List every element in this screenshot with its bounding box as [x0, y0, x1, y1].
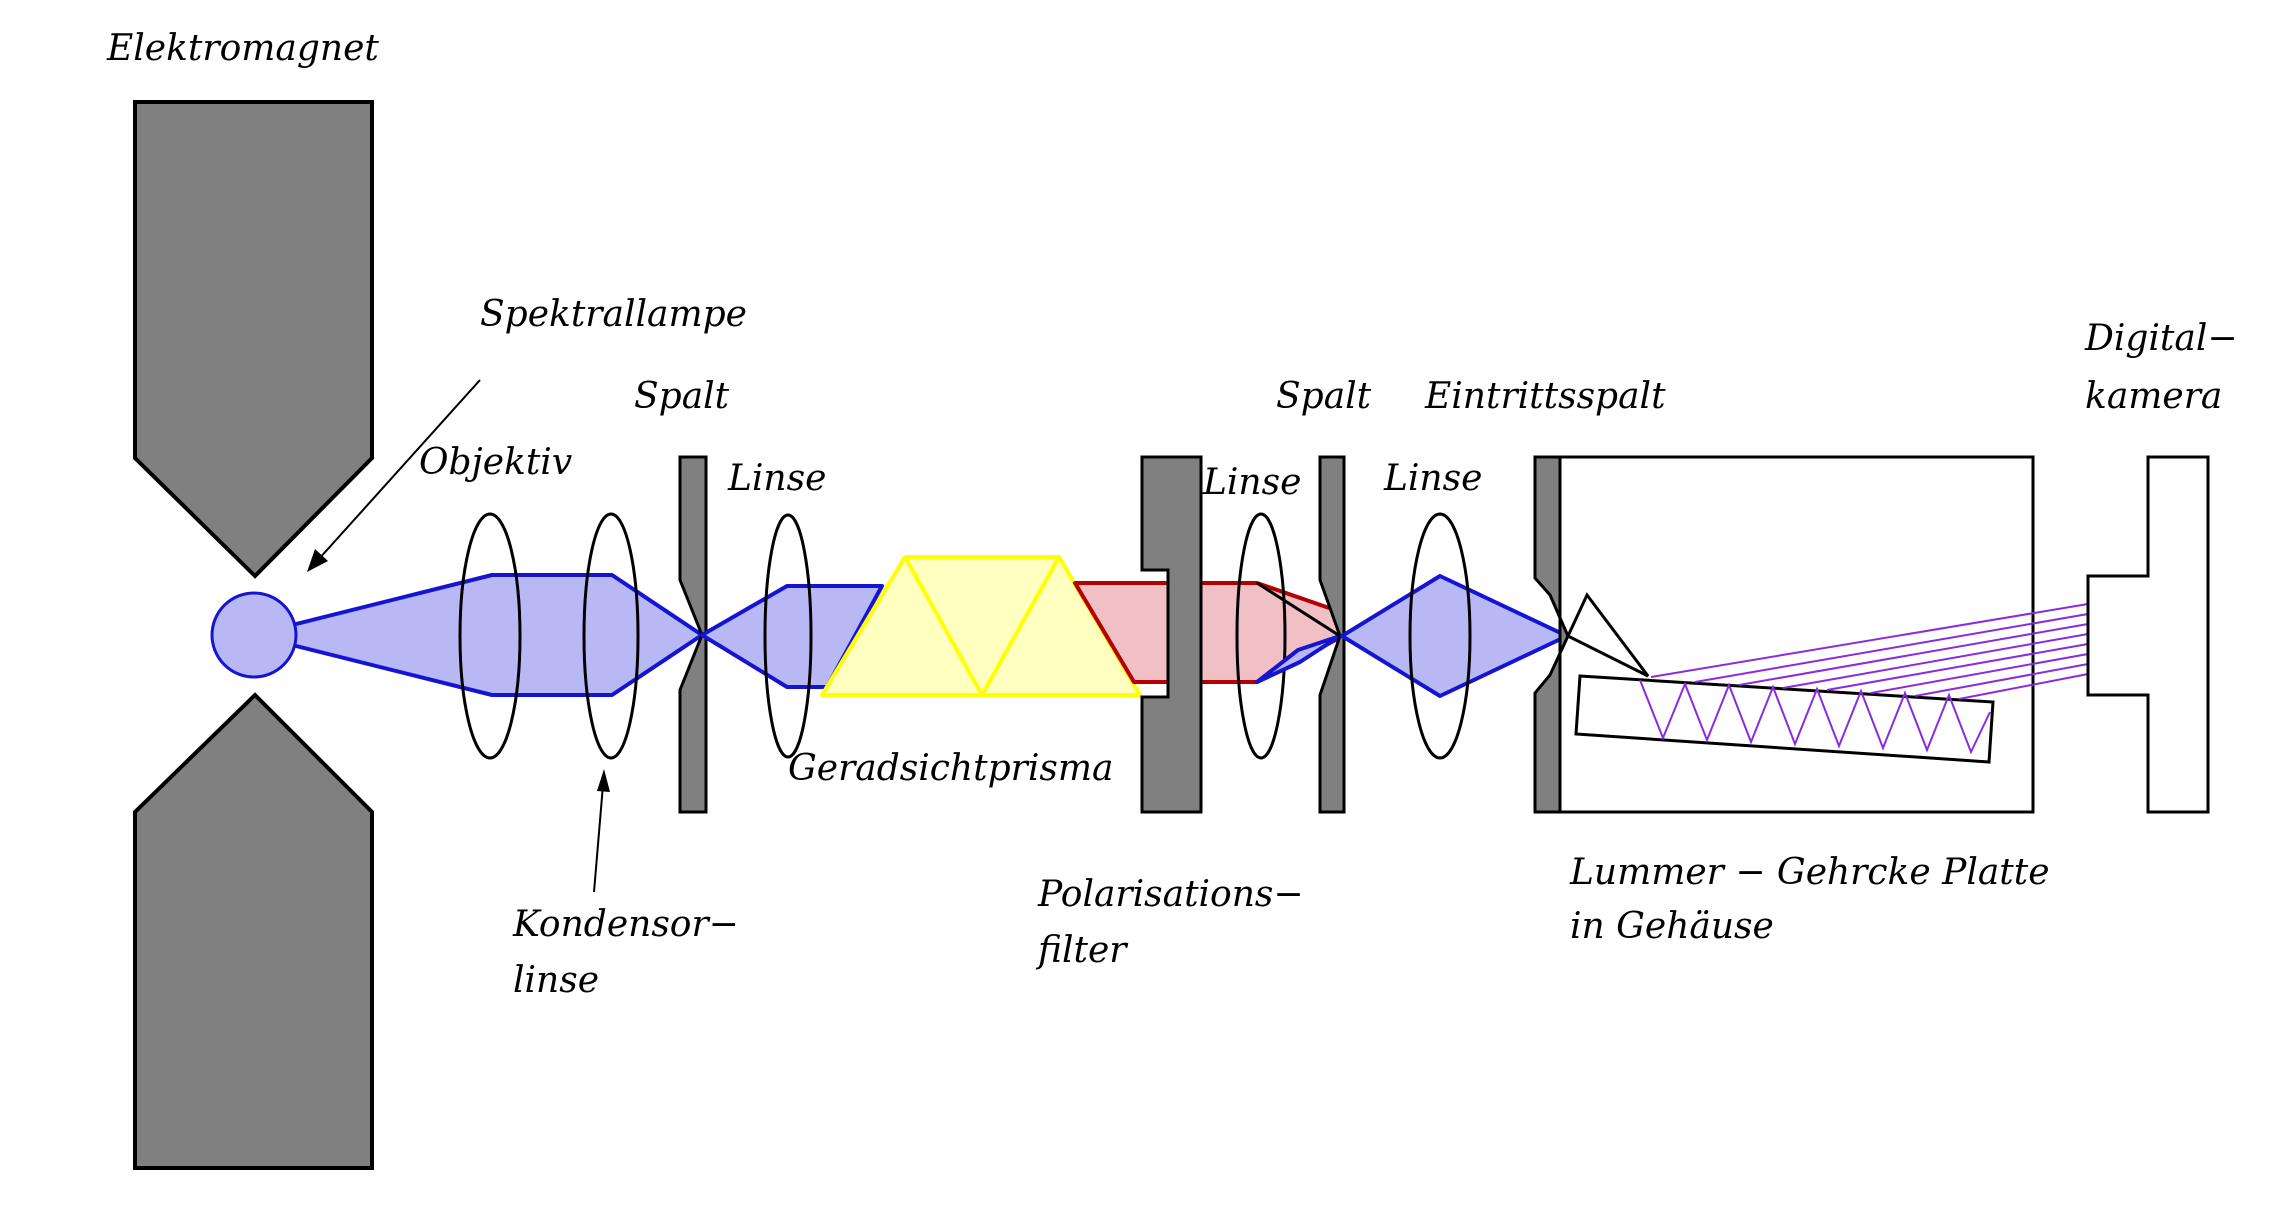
condenser-lens [582, 512, 640, 760]
polarization-filter[interactable] [1140, 455, 1203, 814]
label-eintrittsspalt: Eintrittsspalt [1424, 376, 1666, 417]
zigzag-reflections [1639, 679, 1991, 755]
spectral-lamp [210, 591, 298, 679]
label-polarisations-2: filter [1035, 930, 1128, 971]
label-spektrallampe: Spektrallampe [480, 294, 747, 335]
label-digital-1: Digital− [2084, 318, 2238, 359]
label-geradsichtprisma: Geradsichtprisma [788, 748, 1113, 789]
prism-inner-edges [903, 556, 1061, 697]
label-digital-2: kamera [2085, 376, 2222, 417]
label-elektromagnet: Elektromagnet [106, 28, 379, 69]
magnet-pole-top [133, 100, 374, 579]
objective-lens [458, 512, 522, 760]
label-lummer-2: in Gehäuse [1570, 906, 1774, 947]
light-beam-1 [250, 573, 704, 697]
light-beam-4 [1340, 574, 1569, 698]
lens-2 [1235, 512, 1287, 760]
slit-1 [678, 455, 708, 814]
label-spalt-1: Spalt [634, 376, 730, 417]
lamp-arrow-head [307, 549, 328, 572]
label-spalt-2: Spalt [1276, 376, 1372, 417]
direct-vision-prism [820, 555, 1142, 697]
lamp-arrow-line [317, 379, 481, 561]
lens-1 [763, 513, 813, 759]
prism-body [820, 555, 1142, 697]
slit-2 [1318, 455, 1346, 814]
coupling-prism [1566, 592, 1650, 678]
light-beam-2 [700, 584, 884, 689]
lummer-gehrcke-plate [1566, 592, 2089, 764]
pointer-arrows [307, 379, 610, 893]
exit-rays [1650, 603, 2089, 700]
beam-ray [1256, 581, 1341, 638]
condenser-arrow-head [597, 769, 610, 792]
label-linse-3: Linse [1383, 458, 1482, 499]
label-linse-2: Linse [1202, 462, 1301, 503]
lens-3 [1408, 512, 1472, 760]
light-beam-3 [1255, 634, 1342, 684]
condenser-arrow-line [593, 784, 604, 893]
labels: Elektromagnet Spektrallampe Objektiv Kon… [106, 28, 2238, 1001]
label-lummer-1: Lummer − Gehrcke Platte [1569, 852, 2050, 893]
label-kondensor-1: Kondensor− [512, 904, 739, 945]
digital-camera[interactable] [2086, 455, 2210, 814]
magnet-pole-bottom [133, 692, 374, 1170]
label-kondensor-2: linse [513, 960, 599, 1001]
label-polarisations-1: Polarisations− [1037, 874, 1304, 915]
label-objektiv: Objektiv [419, 442, 572, 483]
electromagnet [133, 100, 374, 1170]
label-linse-1: Linse [727, 458, 826, 499]
